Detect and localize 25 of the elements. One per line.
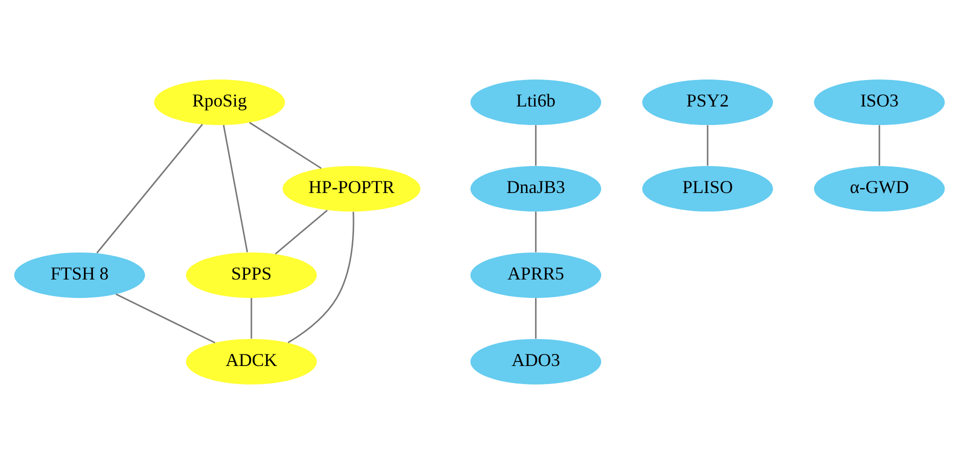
connector [248,121,322,168]
connector [534,124,536,166]
connector [534,211,536,252]
connector [274,209,328,254]
node-ellipse: PSY2 [642,79,773,125]
node-ellipse: HP-POPTR [282,166,420,212]
node-ellipse: α-GWD [813,166,944,212]
node-ellipse: SPPS [185,252,316,298]
connector [115,293,215,343]
node-ellipse: FTSH 8 [14,252,145,298]
node-ellipse: APRR5 [470,252,601,298]
connector [96,123,202,253]
connector [706,124,708,166]
node-ellipse: ADCK [185,338,316,384]
connector [250,298,252,338]
node-ellipse: ISO3 [813,79,944,125]
node-ellipse: ADO3 [470,338,601,384]
node-ellipse: Lti6b [470,79,601,125]
connector [878,124,880,166]
connector [222,124,248,252]
node-ellipse: PLISO [642,166,773,212]
connector [534,298,536,338]
connector [287,211,354,343]
node-ellipse: RpoSig [154,79,284,125]
node-ellipse: DnaJB3 [470,166,601,212]
